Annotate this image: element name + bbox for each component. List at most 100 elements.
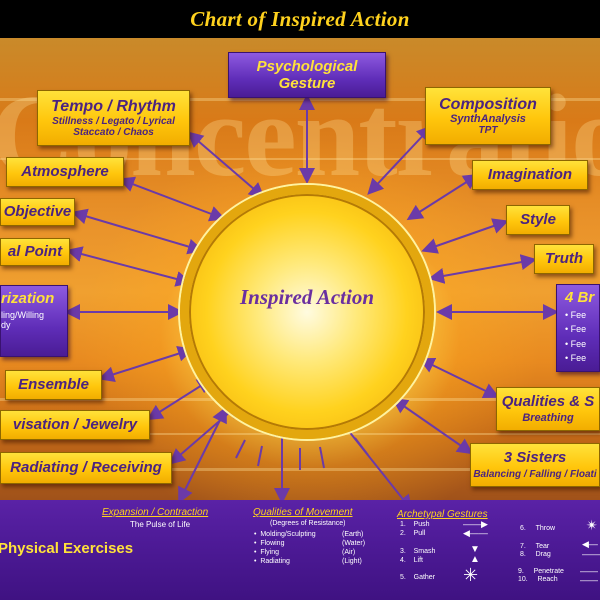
characterization-sub-1: ling/Willing bbox=[1, 310, 45, 320]
lift-arrow-icon: ▲ bbox=[470, 554, 480, 565]
gesture-item: 8. Drag bbox=[520, 551, 551, 558]
gesture-item: 7. Tear bbox=[520, 543, 550, 550]
gesture-item: 9. Penetrate bbox=[518, 568, 564, 575]
four-brothers-item: • Fee bbox=[565, 310, 587, 320]
sun-rays bbox=[235, 437, 369, 470]
chart-title: Chart of Inspired Action bbox=[190, 6, 410, 31]
ensemble-label: Ensemble bbox=[18, 375, 89, 393]
style-label: Style bbox=[520, 210, 556, 228]
physical-exercises-label: Physical Exercises bbox=[0, 540, 134, 557]
qom-row: • Radiating bbox=[254, 558, 290, 565]
arrow-focal-point bbox=[66, 246, 192, 287]
radiating-label: Radiating / Receiving bbox=[10, 458, 162, 476]
center-label: Inspired Action bbox=[240, 285, 374, 309]
gather-star-icon: ✳ bbox=[463, 565, 479, 585]
node-ensemble[interactable]: Ensemble bbox=[5, 370, 102, 400]
node-atmosphere[interactable]: Atmosphere bbox=[6, 157, 124, 187]
arrow-composition bbox=[367, 125, 433, 195]
arrow-tempo bbox=[186, 131, 266, 199]
qom-row: • Flying bbox=[254, 549, 280, 556]
node-imagination[interactable]: Imagination bbox=[472, 160, 588, 190]
four-brothers-item: • Fee bbox=[565, 324, 587, 335]
qom-element: (Earth) bbox=[342, 531, 364, 538]
arrow-improvisation bbox=[146, 377, 214, 421]
four-brothers-item: • Fee bbox=[565, 338, 587, 349]
arrow-atmosphere bbox=[118, 176, 226, 222]
reach-arrow-icon: —— bbox=[580, 575, 598, 585]
arrow-archetypal bbox=[337, 416, 413, 512]
penetrate-arrow-icon: —— bbox=[580, 566, 598, 576]
gesture-item: 10. Reach bbox=[518, 576, 558, 583]
qom-row: • Molding/Sculpting bbox=[254, 531, 316, 538]
node-radiating-receiving[interactable]: Radiating / Receiving bbox=[0, 452, 172, 484]
qom-element: (Light) bbox=[342, 558, 362, 565]
push-arrow-icon: ——▶ bbox=[463, 519, 488, 529]
three-sisters-label: 3 Sisters bbox=[503, 449, 567, 467]
tempo-sub-1: Stillness / Legato / Lyrical bbox=[52, 115, 175, 127]
characterization-sub-2: dy bbox=[1, 320, 11, 330]
three-sisters-sub: Balancing / Falling / Floati bbox=[473, 468, 597, 480]
arrow-radiating bbox=[168, 402, 242, 465]
four-brothers-label: 4 Br bbox=[565, 289, 595, 306]
arrow-ensemble bbox=[98, 346, 194, 382]
gesture-item: 4. Lift bbox=[400, 557, 423, 564]
node-composition[interactable]: Composition SynthAnalysis TPT bbox=[425, 87, 551, 145]
node-objective[interactable]: Objective bbox=[0, 198, 75, 226]
expansion-sub: The Pulse of Life bbox=[130, 520, 191, 529]
node-truth[interactable]: Truth bbox=[534, 244, 594, 274]
tear-arrow-icon: ◀— bbox=[582, 539, 598, 549]
node-focal-point[interactable]: al Point bbox=[0, 238, 70, 266]
node-three-sisters[interactable]: 3 Sisters Balancing / Falling / Floati bbox=[470, 443, 600, 487]
node-characterization[interactable]: rization ling/Willing dy bbox=[0, 285, 68, 357]
improvisation-label: visation / Jewelry bbox=[12, 415, 138, 433]
node-psychological-gesture[interactable]: Psychological Gesture bbox=[228, 52, 386, 98]
smash-arrow-icon: ▼ bbox=[470, 544, 480, 555]
arrow-three-sisters bbox=[391, 397, 474, 455]
arrow-truth bbox=[428, 254, 537, 284]
composition-title: Composition bbox=[439, 95, 537, 113]
pull-arrow-icon: ◀—— bbox=[463, 528, 488, 538]
psychological-gesture-label: Psychological Gesture bbox=[256, 57, 358, 92]
qom-element: (Water) bbox=[342, 540, 366, 547]
gesture-item: 3. Smash bbox=[400, 548, 436, 555]
arrow-objective bbox=[71, 208, 204, 255]
gesture-item: 2. Pull bbox=[400, 530, 426, 537]
node-improvisation[interactable]: visation / Jewelry bbox=[0, 410, 150, 440]
qualities-of-movement-title: Qualities of Movement bbox=[253, 507, 353, 518]
node-four-brothers[interactable]: 4 Br • Fee • Fee • Fee • Fee bbox=[556, 284, 600, 372]
physical-exercises-panel: Physical Exercises Expansion / Contracti… bbox=[0, 500, 600, 600]
four-brothers-item: • Fee bbox=[565, 353, 587, 364]
archetypal-gestures-title: Archetypal Gestures bbox=[397, 509, 488, 520]
node-style[interactable]: Style bbox=[506, 205, 570, 235]
qualities-label: Qualities & S bbox=[501, 392, 595, 410]
focal-point-label: al Point bbox=[7, 242, 63, 260]
arrow-expansion bbox=[178, 406, 227, 504]
gesture-item: 1. Push bbox=[400, 521, 430, 528]
atmosphere-label: Atmosphere bbox=[21, 162, 109, 180]
qom-element: (Air) bbox=[342, 549, 356, 556]
node-tempo-rhythm[interactable]: Tempo / Rhythm Stillness / Legato / Lyri… bbox=[37, 90, 190, 146]
four-brothers-list: • Fee • Fee • Fee • Fee bbox=[565, 308, 599, 366]
characterization-label: rization bbox=[1, 290, 55, 307]
gesture-item: 5. Gather bbox=[400, 574, 436, 581]
arrow-qualities bbox=[418, 358, 500, 398]
title-bar: Chart of Inspired Action bbox=[0, 0, 600, 38]
qualities-sub: Breathing bbox=[522, 412, 574, 425]
expansion-title: Expansion / Contraction bbox=[102, 507, 209, 518]
composition-sub-2: TPT bbox=[478, 125, 498, 137]
drag-arrow-icon: —— bbox=[582, 549, 600, 559]
node-qualities[interactable]: Qualities & S Breathing bbox=[496, 387, 600, 431]
qualities-of-movement-sub: (Degrees of Resistance) bbox=[270, 520, 346, 527]
composition-sub-1: SynthAnalysis bbox=[450, 113, 526, 126]
central-sun-circle bbox=[180, 185, 434, 439]
tempo-sub-2: Staccato / Chaos bbox=[73, 126, 154, 138]
arrow-imagination bbox=[406, 173, 480, 221]
objective-label: Objective bbox=[3, 202, 72, 220]
arrow-style bbox=[421, 218, 509, 254]
imagination-label: Imagination bbox=[487, 165, 573, 183]
truth-label: Truth bbox=[544, 249, 584, 267]
gesture-item: 6. Throw bbox=[520, 525, 556, 532]
throw-star-icon: ✴ bbox=[586, 517, 598, 533]
tempo-title: Tempo / Rhythm bbox=[51, 98, 176, 116]
